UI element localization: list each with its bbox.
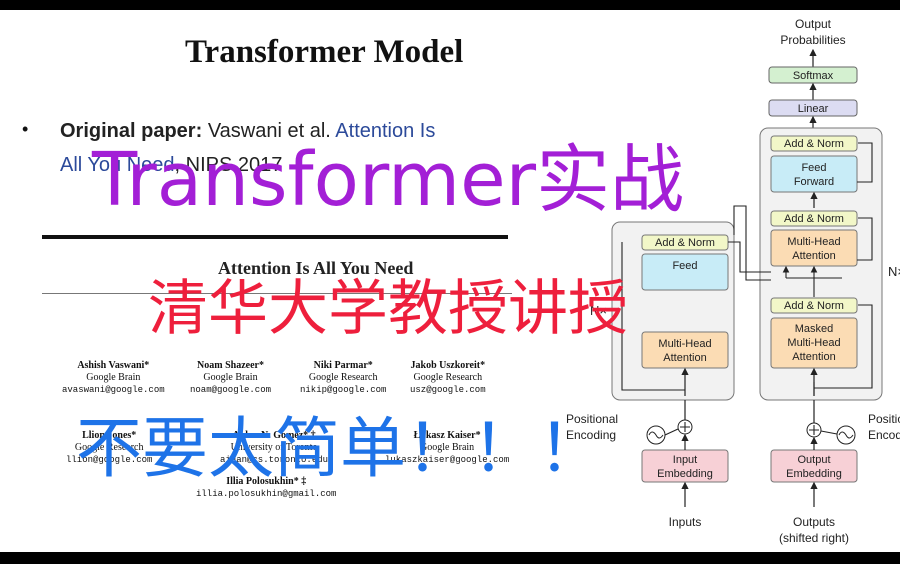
encoder-nx: N× bbox=[590, 303, 607, 318]
author-org: Google Brain bbox=[203, 372, 258, 383]
decoder-add-norm-top bbox=[770, 135, 858, 152]
reference-label: Original paper: bbox=[60, 120, 203, 142]
author-org: Google Brain bbox=[86, 372, 141, 383]
author-name: Illia Polosukhin* ‡ bbox=[226, 476, 307, 487]
reference-link-part-2[interactable]: All You Need bbox=[60, 154, 175, 176]
author-name: Noam Shazeer* bbox=[197, 360, 264, 371]
author-name: Llion Jones* bbox=[82, 430, 137, 441]
author-name: Niki Parmar* bbox=[313, 360, 373, 371]
input-embedding-label-2: Embedding bbox=[657, 468, 713, 480]
bullet-icon: • bbox=[22, 119, 29, 139]
decoder-masked-label-2: Multi-Head bbox=[787, 337, 840, 349]
author-email: aidan@cs.toronto.edu bbox=[220, 455, 329, 465]
author-org: Google Research bbox=[413, 372, 483, 383]
decoder-add-norm-mid bbox=[770, 210, 858, 227]
reference-link-part-1[interactable]: Attention Is bbox=[335, 120, 436, 142]
decoder-add-norm-low bbox=[770, 297, 858, 314]
divider-thin bbox=[42, 293, 512, 294]
decoder-mha-label-1: Multi-Head bbox=[787, 236, 840, 248]
author-block-gomez: Aidan N. Gomez* † University of Toronto … bbox=[220, 430, 328, 466]
output-label-2: Probabilities bbox=[780, 33, 845, 47]
output-label-1: Output bbox=[795, 17, 832, 31]
author-block-uszkoreit: Jakob Uszkoreit* Google Research usz@goo… bbox=[410, 360, 486, 396]
softmax-label: Softmax bbox=[793, 70, 834, 82]
reference-venue: , NIPS 2017 bbox=[174, 154, 283, 176]
output-embedding-label-2: Embedding bbox=[786, 468, 842, 480]
decoder-masked-label-1: Masked bbox=[795, 323, 834, 335]
reference-line-1: Original paper: Vaswani et al. Attention… bbox=[60, 120, 435, 143]
encoder-feed-forward bbox=[641, 253, 729, 291]
reference-line-2: All You Need, NIPS 2017 bbox=[60, 154, 282, 177]
author-org: University of Toronto bbox=[230, 442, 318, 453]
output-embedding-label-1: Output bbox=[797, 454, 830, 466]
linear-label: Linear bbox=[798, 103, 829, 115]
decoder-add-norm-low-label: Add & Norm bbox=[784, 300, 844, 312]
slide: Transformer Model • Original paper: Vasw… bbox=[0, 10, 900, 552]
author-block-jones: Llion Jones* Google Research llion@googl… bbox=[66, 430, 152, 466]
outputs-label-2: (shifted right) bbox=[779, 531, 849, 545]
author-org: Google Brain bbox=[420, 442, 475, 453]
pos-enc-right-label-1: Positional bbox=[868, 412, 900, 426]
author-email: lukaszkaiser@google.com bbox=[385, 455, 510, 465]
author-name: Łukasz Kaiser* bbox=[413, 430, 481, 441]
transformer-architecture-diagram: Output Probabilities Softmax Linear N× A… bbox=[566, 17, 900, 545]
input-embedding-label-1: Input bbox=[673, 454, 697, 466]
author-email: llion@google.com bbox=[66, 455, 153, 465]
author-email: usz@google.com bbox=[410, 385, 486, 395]
divider-thick bbox=[42, 235, 508, 239]
subtitle-overlay: 清华大学教授讲授 bbox=[148, 274, 628, 344]
outputs-label-1: Outputs bbox=[793, 515, 835, 529]
reference-authors: Vaswani et al. bbox=[207, 120, 331, 142]
decoder-mha-label-2: Attention bbox=[792, 250, 835, 262]
author-org: Google Research bbox=[74, 442, 144, 453]
author-block-shazeer: Noam Shazeer* Google Brain noam@google.c… bbox=[190, 360, 271, 396]
pos-enc-left-label-1: Positional bbox=[566, 412, 618, 426]
author-block-parmar: Niki Parmar* Google Research nikip@googl… bbox=[300, 360, 386, 396]
decoder-add-norm-mid-label: Add & Norm bbox=[784, 213, 844, 225]
author-email: illia.polosukhin@gmail.com bbox=[196, 489, 337, 499]
encoder-add-norm-top-label: Add & Norm bbox=[655, 237, 715, 249]
tagline-overlay: 不要太简单！！！ bbox=[76, 410, 604, 487]
author-name: Ashish Vaswani* bbox=[77, 360, 150, 371]
author-email: noam@google.com bbox=[190, 385, 272, 395]
author-email: nikip@google.com bbox=[300, 385, 387, 395]
paper-title: Attention Is All You Need bbox=[218, 258, 414, 278]
author-block-vaswani: Ashish Vaswani* Google Brain avaswani@go… bbox=[62, 360, 165, 396]
author-org: Google Research bbox=[308, 372, 378, 383]
decoder-masked-label-3: Attention bbox=[792, 351, 835, 363]
inputs-label: Inputs bbox=[669, 515, 702, 529]
decoder-add-norm-top-label: Add & Norm bbox=[784, 138, 844, 150]
encoder-feed-label: Feed bbox=[672, 260, 697, 272]
decoder-feed-label-2: Forward bbox=[794, 176, 834, 188]
author-block-kaiser: Łukasz Kaiser* Google Brain lukaszkaiser… bbox=[385, 430, 509, 466]
slide-title: Transformer Model bbox=[185, 34, 464, 70]
encoder-mha-label-2: Attention bbox=[663, 352, 706, 364]
decoder-nx: N× bbox=[888, 264, 900, 279]
pos-enc-left-label-2: Encoding bbox=[566, 428, 616, 442]
decoder-feed-label-1: Feed bbox=[801, 162, 826, 174]
encoder-mha-label-1: Multi-Head bbox=[658, 338, 711, 350]
author-name: Jakob Uszkoreit* bbox=[410, 360, 486, 371]
author-block-polosukhin: Illia Polosukhin* ‡ illia.polosukhin@gma… bbox=[196, 476, 336, 500]
headline-overlay: Transformer实战 bbox=[92, 137, 685, 223]
author-email: avaswani@google.com bbox=[62, 385, 165, 395]
author-name: Aidan N. Gomez* † bbox=[232, 430, 316, 441]
pos-enc-right-label-2: Encoding bbox=[868, 428, 900, 442]
